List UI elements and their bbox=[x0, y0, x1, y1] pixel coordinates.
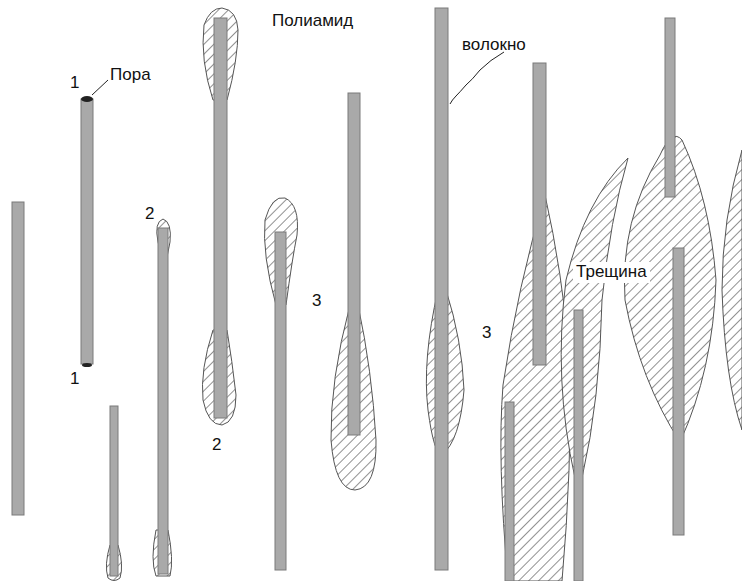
callout-label: Полиамид bbox=[272, 12, 353, 31]
callout-label: 3 bbox=[482, 324, 491, 343]
pores bbox=[81, 96, 93, 367]
polyamide-crack-zones bbox=[106, 8, 742, 581]
crack-label: Трещина bbox=[573, 262, 650, 283]
callout-label: 1 bbox=[70, 74, 79, 93]
callout-label: Пора bbox=[110, 66, 151, 85]
fibers bbox=[12, 8, 684, 581]
leader-lines bbox=[92, 52, 504, 104]
callout-label: волокно bbox=[462, 36, 526, 55]
callout-label: 2 bbox=[212, 436, 221, 455]
callout-label: 2 bbox=[145, 205, 154, 224]
callout-label: 3 bbox=[312, 292, 321, 311]
callout-label: 1 bbox=[70, 370, 79, 389]
